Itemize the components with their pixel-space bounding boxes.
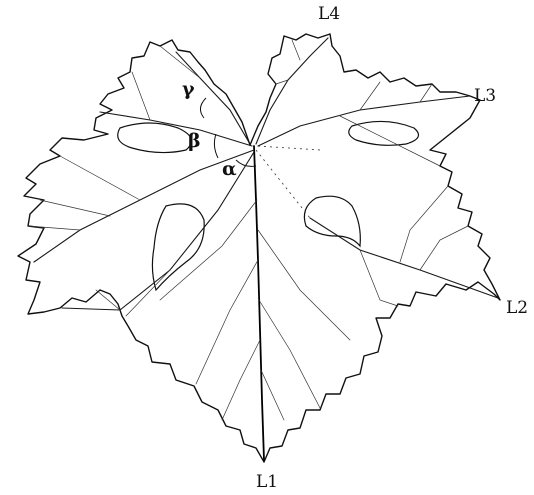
label-l1: L1: [256, 474, 278, 491]
label-l4: L4: [318, 6, 340, 23]
label-l2: L2: [506, 300, 528, 317]
angle-alpha: α: [222, 160, 237, 179]
leaf-outline: [18, 34, 500, 462]
angle-gamma: γ: [182, 80, 195, 99]
label-l3: L3: [474, 88, 496, 105]
angle-beta: β: [188, 132, 201, 151]
